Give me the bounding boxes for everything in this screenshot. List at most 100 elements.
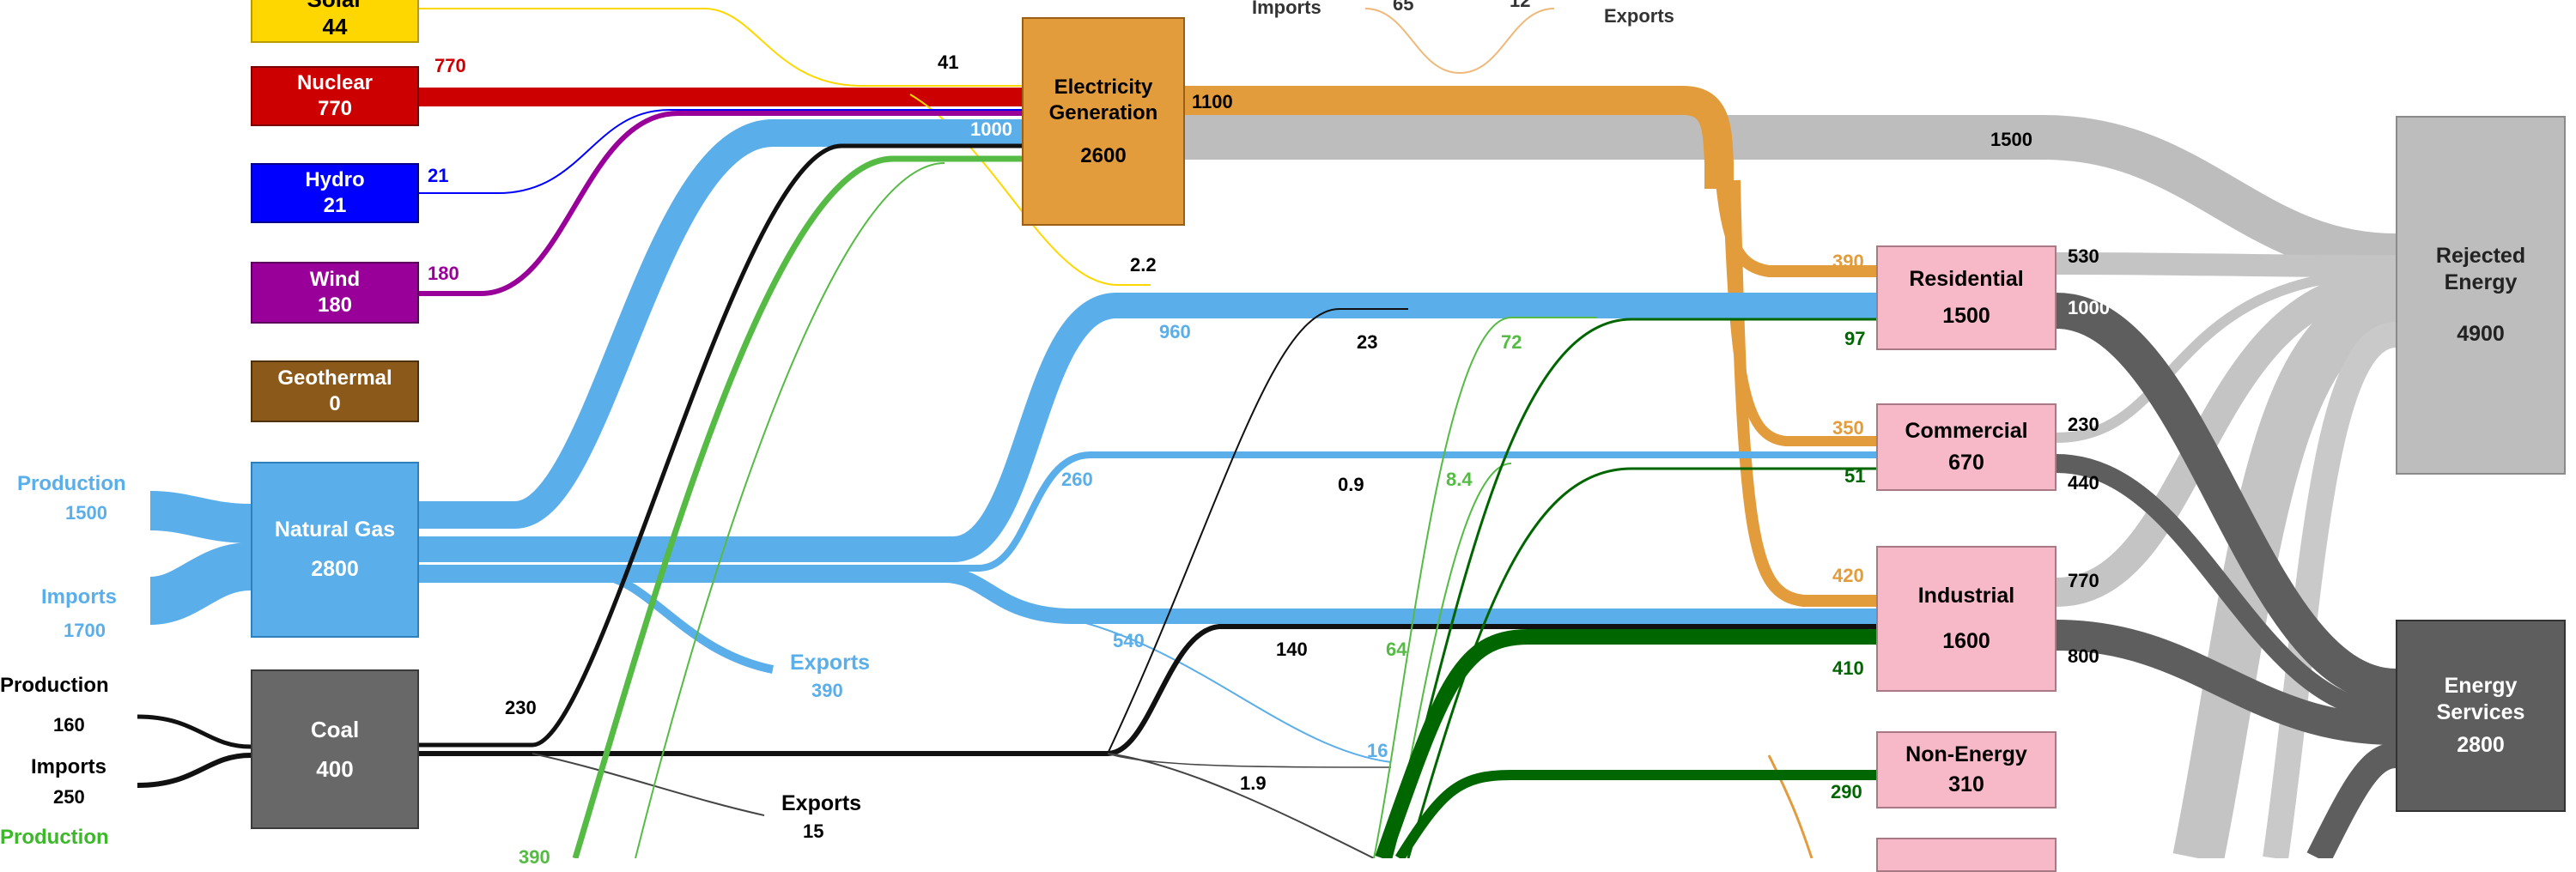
flow-commercial-to-services	[2056, 454, 2397, 722]
electricity-exports-value: 12	[1510, 0, 1531, 11]
flow-coal-to-transport	[1107, 753, 1375, 858]
electricity-imports-value: 65	[1393, 0, 1414, 15]
residential-value: 1500	[1942, 304, 1990, 328]
flow-label-solar-elec: 41	[938, 51, 959, 73]
flow-electricity-to-rejected	[1185, 115, 2397, 278]
flow-label-ind-dark: 410	[1832, 657, 1864, 679]
coal-exports-value: 15	[803, 821, 824, 842]
nuclear-box: Nuclear 770	[251, 66, 419, 126]
flow-residential-to-services	[2055, 293, 2397, 705]
flow-coal-to-electricity	[419, 143, 1022, 748]
flow-label-green-ind: 64	[1386, 639, 1407, 660]
coal-production-value: 160	[53, 714, 85, 736]
non-energy-value: 310	[1948, 772, 1984, 796]
flow-hydro-to-electricity	[419, 109, 1022, 194]
flow-label-green-com: 8.4	[1446, 469, 1473, 490]
geothermal-box: Geothermal 0	[251, 360, 419, 422]
flow-coal-to-residential	[1107, 308, 1408, 754]
energy-services-box: Energy Services 2800	[2396, 620, 2566, 812]
flow-coal-to-nonenergy-line	[419, 624, 1876, 756]
flow-gas-production	[149, 491, 252, 543]
wind-name: Wind	[309, 268, 361, 291]
flow-label-com-rejected: 230	[2068, 414, 2099, 435]
gas-exports-value: 390	[811, 680, 843, 701]
flow-coal-imports	[137, 753, 252, 788]
commercial-value: 670	[1948, 451, 1984, 475]
flow-label-coal-com: 0.9	[1338, 474, 1364, 495]
rejected-name-line1: Rejected	[2435, 244, 2526, 269]
gas-exports-label: Exports	[790, 651, 871, 675]
flow-transport-to-rejected	[2172, 283, 2397, 858]
flow-label-elec-com: 350	[1832, 417, 1864, 439]
services-name-line2: Services	[2436, 700, 2525, 725]
flow-gas-to-residential	[419, 293, 1876, 562]
transportation-box-partial	[1876, 838, 2057, 872]
coal-name: Coal	[310, 716, 360, 742]
rejected-name-line2: Energy	[2444, 270, 2518, 295]
flow-label-com-dark: 51	[1844, 465, 1866, 487]
flow-label-gas-nonenergy: 16	[1367, 740, 1388, 761]
hydro-value: 21	[323, 194, 347, 217]
solar-name: Solar	[307, 0, 362, 13]
flow-label-gas-res: 960	[1159, 321, 1191, 342]
flow-label-ind-rejected: 770	[2068, 570, 2099, 591]
flow-industrial-to-services	[2056, 620, 2397, 745]
flow-label-gas-ind: 540	[1113, 630, 1145, 651]
commercial-name: Commercial	[1905, 418, 2028, 443]
flow-gas-to-nonenergy	[1072, 619, 1392, 763]
services-name-line1: Energy	[2444, 674, 2518, 699]
non-energy-box: Non-Energy 310	[1876, 731, 2057, 808]
flow-green-to-residential	[1373, 317, 1597, 858]
industrial-name: Industrial	[1917, 583, 2015, 608]
natural-gas-name: Natural Gas	[274, 518, 396, 542]
coal-imports-label: Imports	[31, 755, 107, 778]
flow-label-ind-services: 800	[2068, 645, 2099, 667]
electricity-name-line1: Electricity	[1054, 75, 1153, 99]
solar-box: Solar 44	[251, 0, 419, 43]
coal-value: 400	[316, 756, 354, 782]
commercial-box: Commercial 670	[1876, 403, 2057, 491]
flow-residential-to-rejected	[2056, 252, 2397, 277]
nuclear-name: Nuclear	[296, 71, 374, 94]
flow-electricity-imports	[1364, 8, 1555, 75]
flow-gas-exports	[600, 571, 774, 674]
residential-name: Residential	[1909, 266, 2024, 291]
gas-production-value: 1500	[65, 502, 107, 524]
gas-imports-value: 1700	[64, 620, 106, 641]
coal-exports-label: Exports	[781, 791, 862, 815]
wind-box: Wind 180	[251, 262, 419, 324]
flow-gas-to-electricity	[419, 119, 1022, 529]
coal-box: Coal 400	[251, 669, 419, 829]
flow-label-coal-elec: 230	[505, 697, 537, 718]
flow-transport-to-services	[2306, 742, 2397, 858]
flow-gas-to-commercial	[419, 451, 1876, 572]
flow-green-to-electricity-2	[635, 162, 945, 858]
flow-label-elec-res: 390	[1832, 251, 1864, 272]
geothermal-value: 0	[329, 392, 341, 415]
flow-label-bottom-cut: 390	[519, 846, 550, 868]
flow-label-coal-res: 23	[1357, 331, 1378, 353]
flow-wind-to-electricity	[419, 111, 1022, 296]
rejected-value: 4900	[2457, 321, 2505, 346]
electricity-imports-label: Imports	[1252, 0, 1321, 18]
non-energy-name: Non-Energy	[1905, 742, 2027, 766]
flow-dark-to-commercial	[1406, 467, 1876, 858]
flow-label-hydro: 21	[428, 165, 449, 186]
flow-transport-to-rejected-2	[2263, 322, 2397, 858]
flow-electricity-to-industrial	[1728, 179, 1876, 607]
flow-label-res-rejected: 530	[2068, 245, 2099, 267]
flow-label-gas-elec: 1000	[970, 118, 1012, 140]
flow-label-coal-nonenergy: 1.9	[1240, 772, 1267, 794]
geothermal-name: Geothermal	[277, 366, 392, 390]
electricity-name-line2: Generation	[1048, 100, 1158, 124]
flow-label-elec-out: 1100	[1192, 91, 1233, 112]
rejected-energy-box: Rejected Energy 4900	[2396, 116, 2566, 475]
industrial-box: Industrial 1600	[1876, 546, 2057, 692]
flow-label-nonenergy-dark: 290	[1831, 781, 1862, 802]
flow-label-elec-rejected: 1500	[1990, 129, 2032, 150]
natural-gas-box: Natural Gas 2800	[251, 462, 419, 638]
flow-label-coal-ind: 140	[1276, 639, 1308, 660]
coal-imports-value: 250	[53, 786, 85, 808]
coal-production-label: Production	[0, 674, 109, 697]
